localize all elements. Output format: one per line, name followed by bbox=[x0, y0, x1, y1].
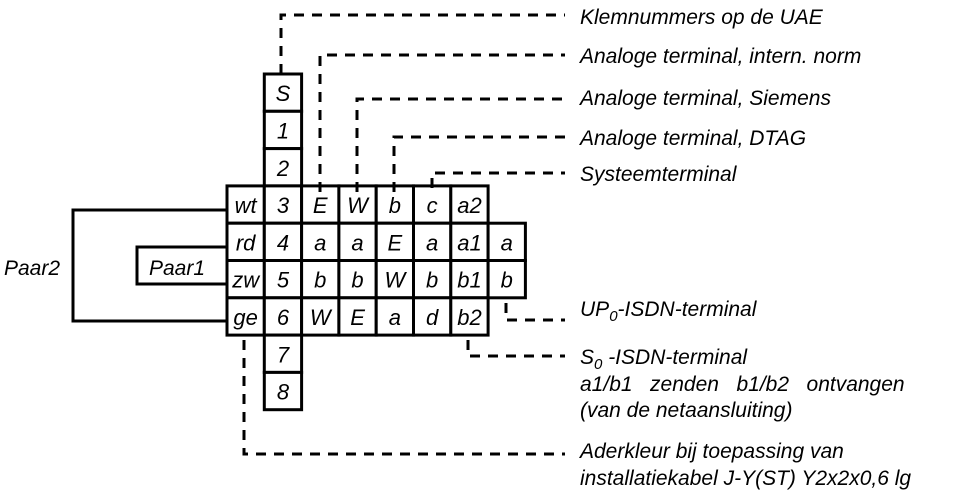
grid-cell bbox=[449, 221, 490, 262]
grid-cell-label: W bbox=[310, 305, 333, 330]
label-aderkleur-2: installatiekabel J-Y(ST) Y2x2x0,6 lg bbox=[580, 467, 911, 490]
grid-cell-label: rd bbox=[236, 230, 256, 255]
label-klemnummers: Klemnummers op de UAE bbox=[580, 6, 824, 29]
grid-cell-label: b bbox=[351, 268, 363, 293]
grid-cell-label: a1 bbox=[457, 230, 481, 255]
grid-cell-label: a2 bbox=[457, 193, 481, 218]
leader-systeem bbox=[430, 171, 565, 188]
label-s0-sub: 0 bbox=[594, 356, 603, 373]
grid-cell-label: b1 bbox=[457, 268, 481, 293]
grid-cell-label: c bbox=[427, 193, 438, 218]
grid-cell bbox=[449, 184, 490, 225]
grid-cell-label: b bbox=[314, 268, 326, 293]
label-up0-main: UP bbox=[580, 298, 609, 321]
grid-cell bbox=[374, 184, 416, 225]
grid-cell-label: a bbox=[314, 230, 326, 255]
grid-cell-label: 8 bbox=[277, 380, 290, 405]
grid-cell-label: E bbox=[388, 230, 403, 255]
pair2-label: Paar2 bbox=[4, 257, 60, 280]
grid-cell-label: a bbox=[351, 230, 363, 255]
grid-cell-label: d bbox=[426, 305, 439, 330]
label-intern-norm: Analoge terminal, intern. norm bbox=[578, 45, 861, 68]
grid-cell bbox=[262, 370, 304, 412]
grid-cell bbox=[374, 296, 416, 337]
grid-cell-label: E bbox=[313, 193, 328, 218]
label-up0-rest: -ISDN-terminal bbox=[618, 298, 758, 321]
leader-aderkleur bbox=[242, 340, 565, 456]
grid-cell bbox=[486, 259, 527, 300]
label-s0-line3: (van de netaansluiting) bbox=[580, 399, 792, 422]
grid-cell-label: E bbox=[350, 305, 365, 330]
leader-dtag bbox=[392, 135, 565, 192]
grid-cell-label: b bbox=[426, 268, 438, 293]
label-dtag: Analoge terminal, DTAG bbox=[578, 127, 806, 150]
grid-cell-label: 2 bbox=[276, 156, 289, 181]
label-s0-rest: -ISDN-terminal bbox=[602, 346, 748, 369]
grid-cell-label: 7 bbox=[277, 342, 290, 367]
pair1-bracket bbox=[135, 245, 227, 286]
grid-cell-label: 1 bbox=[277, 118, 289, 143]
grid-cell-label: ge bbox=[233, 305, 257, 330]
grid-cell-label: b bbox=[501, 268, 513, 293]
label-systeem: Systeemterminal bbox=[580, 163, 738, 186]
grid-cell-label: a bbox=[389, 305, 401, 330]
grid-cell-label: S bbox=[276, 81, 291, 106]
leader-siemens bbox=[355, 97, 565, 192]
grid-cell-label: wt bbox=[235, 193, 258, 218]
label-s0: S0 -ISDN-terminal bbox=[580, 346, 748, 373]
grid-cell-label: 6 bbox=[277, 305, 290, 330]
leader-intern-norm bbox=[318, 53, 565, 192]
grid-cell bbox=[449, 296, 490, 337]
leader-up0 bbox=[504, 303, 565, 322]
grid-cell-label: zw bbox=[231, 268, 261, 293]
grid-cell-label: W bbox=[384, 268, 407, 293]
grid-cell-label: a bbox=[426, 230, 438, 255]
label-s0-main: S bbox=[580, 346, 594, 369]
leader-s0 bbox=[466, 340, 565, 358]
grid-cell bbox=[225, 296, 266, 337]
grid-cell-label: 3 bbox=[277, 193, 290, 218]
pair1-label: Paar1 bbox=[149, 257, 205, 280]
pair2-bracket bbox=[71, 208, 227, 323]
grid-cell-label: a bbox=[501, 230, 513, 255]
grid-cell bbox=[225, 259, 266, 300]
label-s0-line2: a1/b1 zenden b1/b2 ontvangen bbox=[580, 373, 905, 396]
leader-klemnummers bbox=[279, 13, 565, 74]
grid-cell bbox=[374, 259, 416, 300]
grid-cell-label: b2 bbox=[457, 305, 481, 330]
label-aderkleur-1: Aderkleur bij toepassing van bbox=[578, 440, 844, 463]
grid-cell-label: b bbox=[389, 193, 401, 218]
grid-cell-label: W bbox=[347, 193, 370, 218]
grid-cell-label: 5 bbox=[277, 268, 290, 293]
label-up0-sub: 0 bbox=[609, 308, 618, 325]
label-siemens: Analoge terminal, Siemens bbox=[578, 87, 831, 110]
grid-cell-label: 4 bbox=[277, 230, 289, 255]
label-up0: UP0-ISDN-terminal bbox=[580, 298, 758, 325]
